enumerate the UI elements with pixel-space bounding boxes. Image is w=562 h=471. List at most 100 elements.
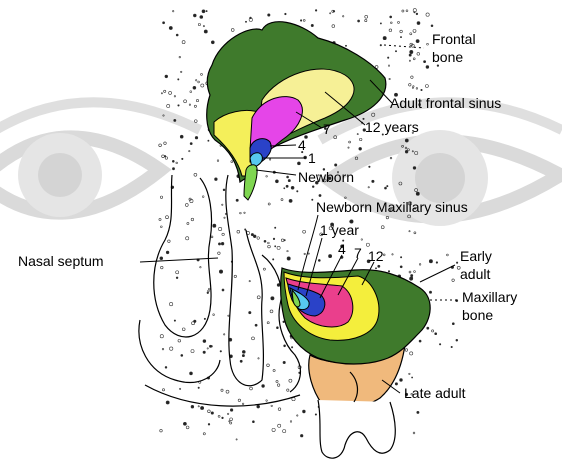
stipple-dot <box>430 24 434 28</box>
stipple-dot <box>331 9 335 13</box>
stipple-dot <box>327 176 332 181</box>
stipple-dot <box>399 378 403 382</box>
stipple-dot <box>330 224 334 228</box>
stipple-dot <box>202 339 207 343</box>
stipple-dot <box>387 270 391 273</box>
stipple-dot <box>189 371 193 376</box>
stipple-dot <box>429 290 432 294</box>
stipple-dot <box>180 70 183 73</box>
label-one-year: 1 year <box>320 222 359 238</box>
stipple-dot <box>192 86 197 90</box>
stipple-dot <box>230 160 234 163</box>
stipple-dot <box>219 350 222 353</box>
stipple-dot <box>388 28 393 32</box>
stipple-dot <box>237 398 241 402</box>
stipple-dot <box>175 161 178 165</box>
label-late-adult: Late adult <box>404 385 466 401</box>
stipple-dot <box>446 253 449 257</box>
stipple-dot <box>175 270 180 275</box>
stipple-dot <box>179 134 184 139</box>
max-twelve-leader <box>361 261 375 286</box>
label-max-seven: 7 <box>354 245 362 261</box>
stipple-dot <box>399 29 403 34</box>
stipple-dot <box>220 388 224 392</box>
stipple-dot <box>439 343 442 346</box>
left-eye-watermark <box>0 97 203 220</box>
stipple-dot <box>193 319 197 323</box>
stipple-dot <box>164 366 168 369</box>
stipple-dot <box>163 89 167 93</box>
stipple-dot <box>412 57 416 61</box>
stipple-dot <box>400 256 403 259</box>
stipple-dot <box>428 259 433 264</box>
stipple-dot <box>173 319 176 322</box>
stipple-dot <box>173 118 177 122</box>
stipple-dot <box>210 40 215 45</box>
stipple-dot <box>296 414 299 417</box>
stipple-dot <box>303 252 306 255</box>
label-maxillary-bone: bone <box>462 307 493 323</box>
stipple-dot <box>178 55 181 59</box>
stipple-dot <box>413 231 417 235</box>
stipple-dot <box>364 19 368 23</box>
stipple-dot <box>228 420 231 423</box>
stipple-dot <box>220 242 225 246</box>
stipple-dot <box>426 326 430 330</box>
stipple-dot <box>408 53 412 57</box>
early-adult-leader <box>419 264 456 283</box>
stipple-dot <box>172 167 175 171</box>
label-newborn: Newborn <box>298 169 354 185</box>
stipple-dot <box>329 12 332 15</box>
stipple-dot <box>248 280 251 283</box>
stipple-dot <box>357 19 360 23</box>
stipple-dot <box>164 156 168 160</box>
stipple-dot <box>386 185 389 188</box>
stipple-dot <box>334 163 338 167</box>
stipple-dot <box>221 416 224 420</box>
stipple-dot <box>280 238 285 242</box>
stipple-dot <box>270 404 273 407</box>
label-frontal: Frontal <box>432 31 476 47</box>
stipple-dot <box>381 133 384 136</box>
stipple-dot <box>186 222 190 225</box>
stipple-dot <box>206 291 209 294</box>
stipple-dot <box>201 9 206 14</box>
stipple-dot <box>304 135 308 139</box>
stipple-dot <box>375 267 377 270</box>
stipple-dot <box>164 155 167 158</box>
stipple-dot <box>282 429 287 434</box>
stipple-dot <box>404 348 408 352</box>
newborn-maxillary-region <box>291 288 301 308</box>
stipple-dot <box>242 350 246 354</box>
stipple-dot <box>188 150 191 153</box>
stipple-dot <box>165 400 170 405</box>
left-turbinate <box>153 174 213 338</box>
stipple-dot <box>250 233 254 237</box>
stipple-dot <box>272 237 276 240</box>
stipple-dot <box>344 196 347 199</box>
stipple-dot <box>401 9 405 13</box>
nasal-septum-leader <box>139 257 219 263</box>
stipple-dot <box>193 104 197 108</box>
stipple-dot <box>297 161 301 166</box>
stipple-dot <box>229 417 233 422</box>
stipple-dot <box>307 252 310 255</box>
stipple-dot <box>425 65 430 69</box>
stipple-dot <box>166 104 171 108</box>
stipple-dot <box>235 438 238 441</box>
stipple-dot <box>409 50 414 54</box>
stipple-dot <box>256 236 260 240</box>
stipple-dot <box>319 232 323 237</box>
stipple-dot <box>189 142 193 145</box>
stipple-dot <box>239 359 243 363</box>
nasal-cavity-outline <box>138 174 302 407</box>
stipple-dot <box>160 225 163 229</box>
stipple-dot <box>235 198 239 202</box>
max-seven-leader <box>337 257 359 296</box>
late-adult-leader <box>381 379 401 394</box>
stipple-dot <box>251 336 255 341</box>
stipple-dot <box>360 238 363 241</box>
stipple-dot <box>199 15 204 19</box>
stipple-dot <box>248 311 252 315</box>
stipple-dot <box>301 151 304 154</box>
